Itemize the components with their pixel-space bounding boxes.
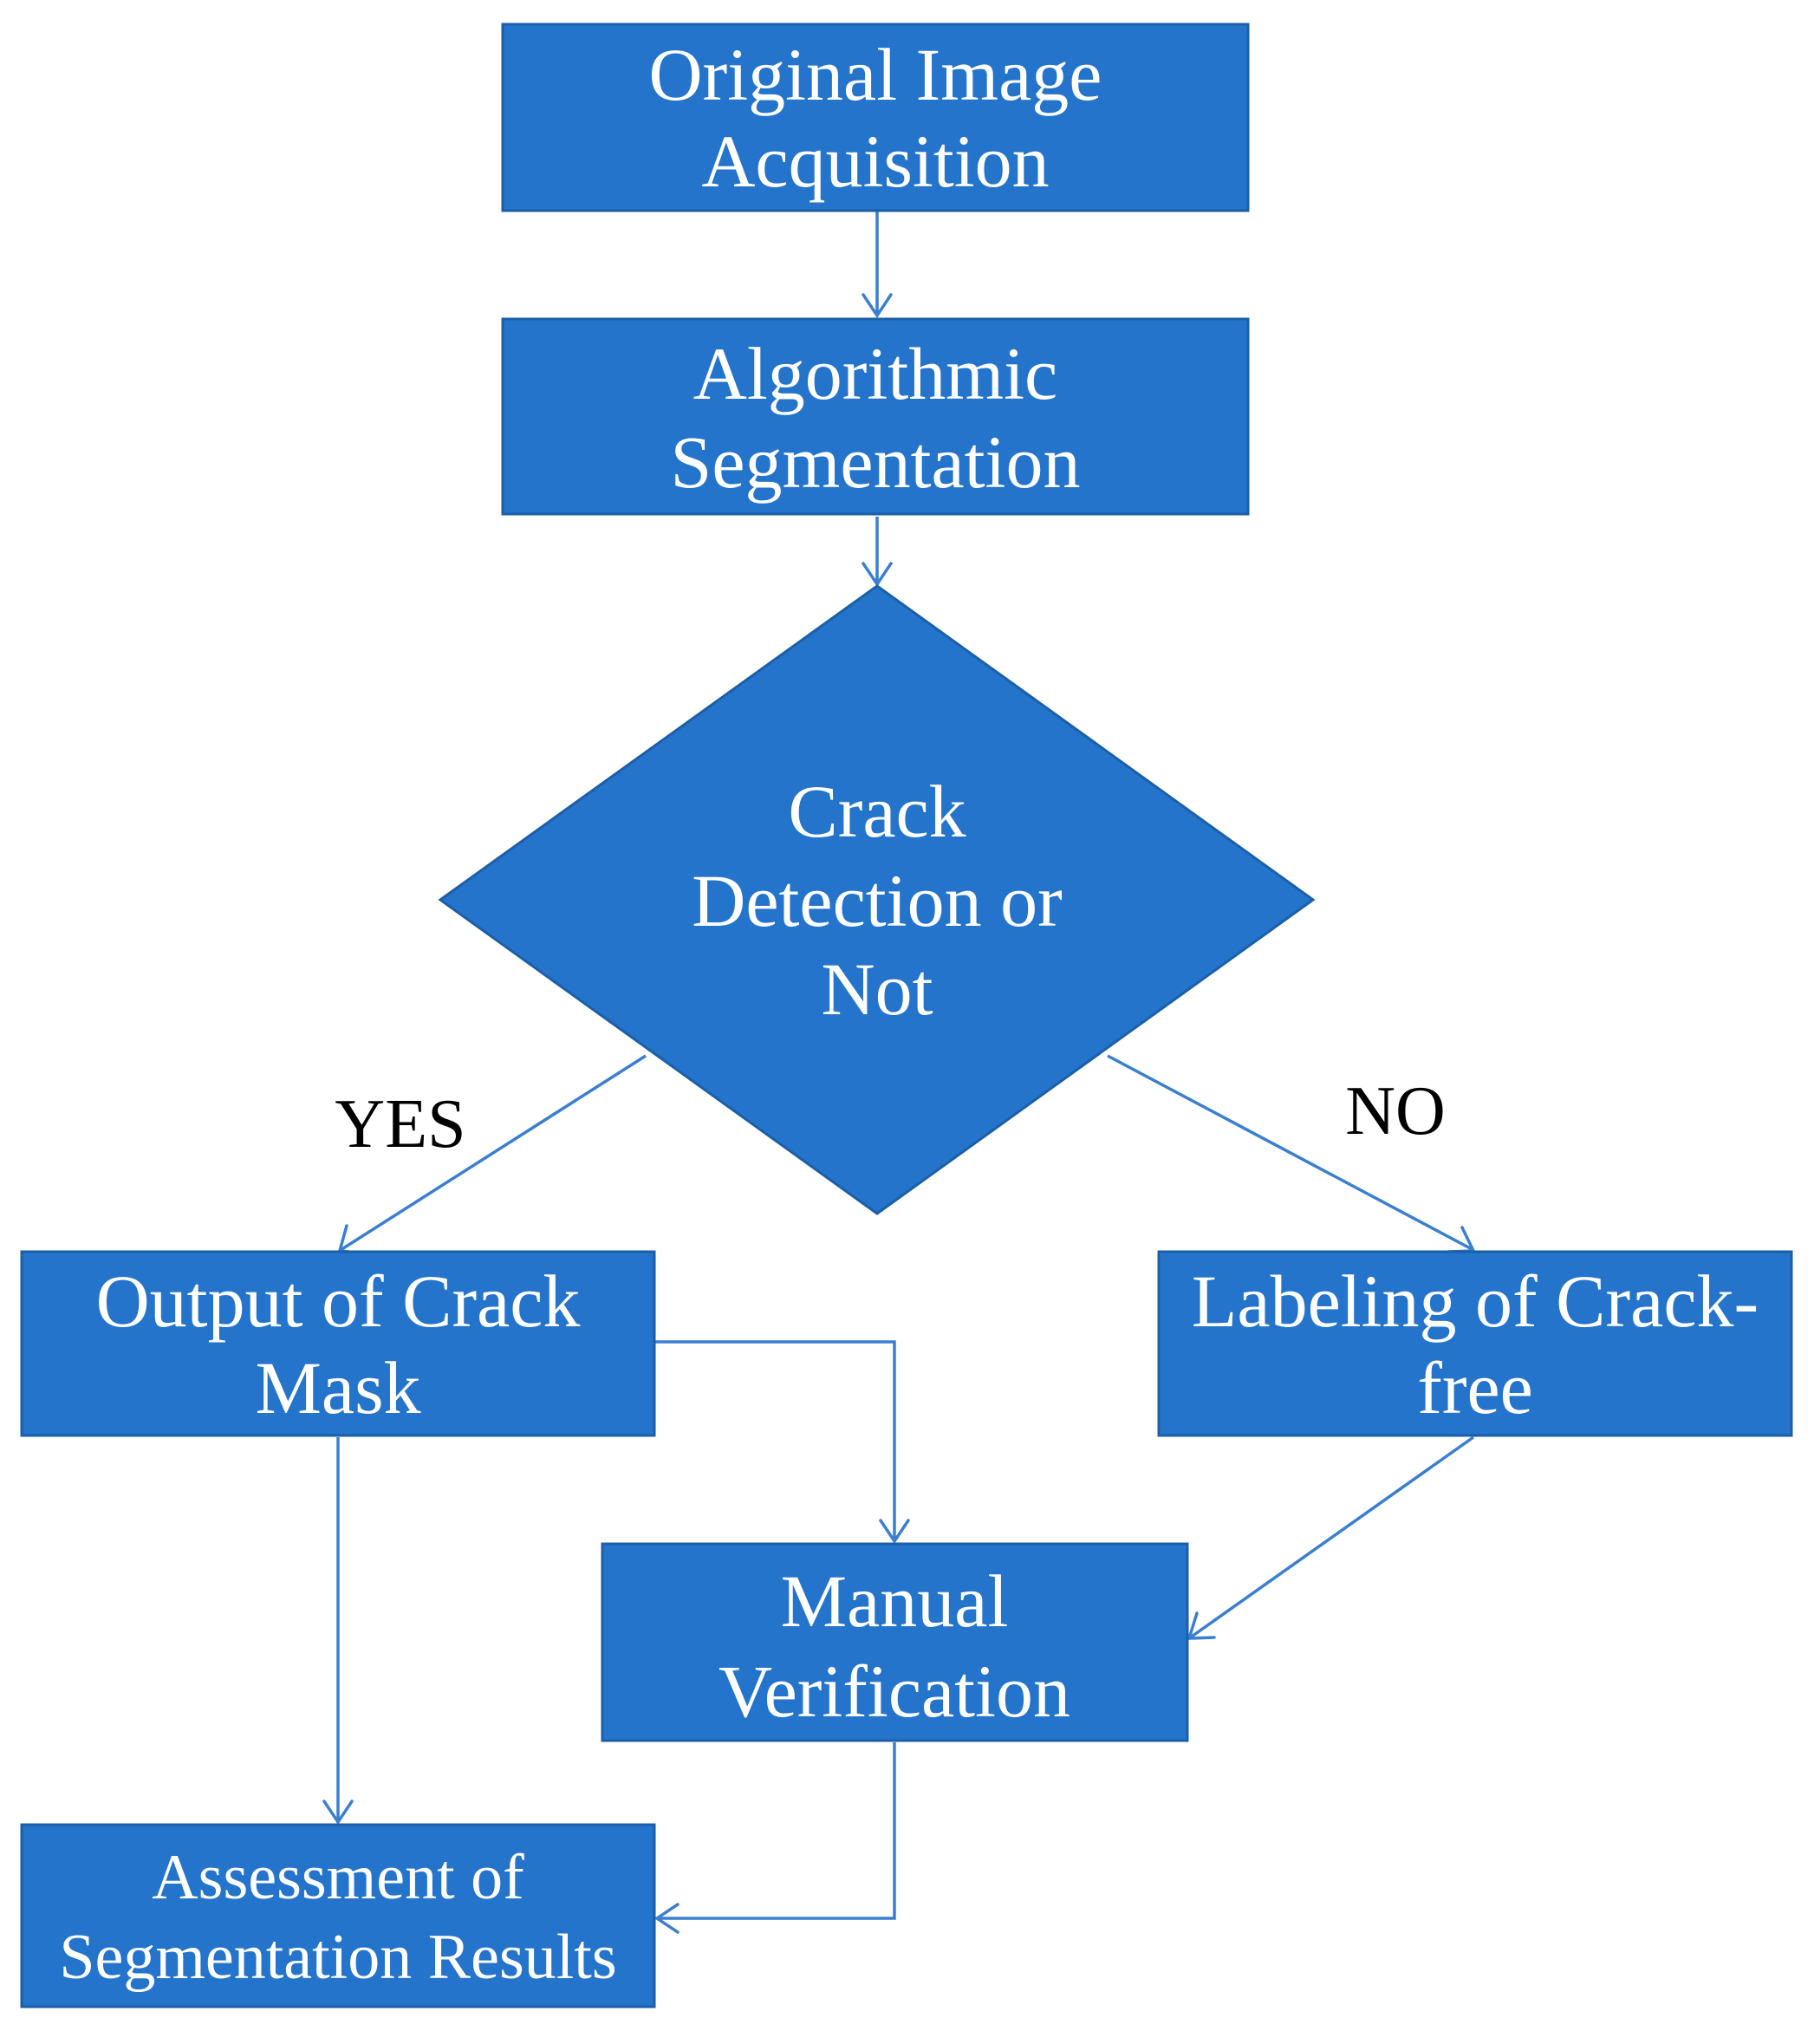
arrow-crack-mask-to-verification: [654, 1340, 896, 1540]
arrowhead-icon: [861, 293, 893, 319]
arrow-decision-to-crack-mask: [340, 1054, 647, 1252]
node-label: Segmentation Results: [59, 1922, 616, 1993]
node-label: Original Image: [649, 33, 1102, 116]
arrowhead-icon: [879, 1519, 910, 1545]
arrow-crack-free-to-verification: [1187, 1435, 1475, 1640]
node-algorithmic-segmentation: Algorithmic Segmentation: [501, 317, 1250, 516]
node-label: Segmentation: [671, 420, 1081, 504]
node-label: Manual: [781, 1559, 1009, 1643]
arrow-decision-to-crack-free: [1107, 1054, 1474, 1252]
node-crack-mask-output: Output of Crack Mask: [20, 1250, 656, 1437]
branch-label-yes: YES: [335, 1086, 465, 1162]
arrowhead-icon: [1187, 1611, 1216, 1640]
decision-label: Crack: [788, 770, 966, 853]
node-label: free: [1417, 1346, 1533, 1429]
arrowhead-icon: [861, 562, 893, 588]
node-label: Algorithmic: [693, 332, 1057, 415]
node-image-acquisition: Original Image Acquisition: [501, 23, 1250, 212]
connectors: [322, 212, 1476, 1934]
decision-label: Not: [822, 947, 933, 1031]
node-crack-free-labeling: Labeling of Crack- free: [1157, 1250, 1793, 1437]
node-label: Verification: [718, 1650, 1070, 1733]
arrowhead-icon: [322, 1800, 354, 1826]
node-label: Assessment of: [152, 1842, 524, 1913]
node-manual-verification: Manual Verification: [601, 1542, 1189, 1742]
node-label: Mask: [255, 1346, 420, 1429]
arrowhead-icon: [653, 1903, 679, 1934]
node-label: Output of Crack: [96, 1260, 581, 1343]
arrow-verification-to-assessment: [657, 1742, 896, 1920]
decision-label: Detection or: [692, 859, 1062, 942]
decision-crack-detection: Crack Detection or Not: [438, 584, 1316, 1215]
node-label: Labeling of Crack-: [1192, 1260, 1759, 1343]
node-assessment-results: Assessment of Segmentation Results: [20, 1823, 656, 2008]
branch-label-no: NO: [1345, 1073, 1446, 1149]
node-label: Acquisition: [701, 120, 1049, 203]
